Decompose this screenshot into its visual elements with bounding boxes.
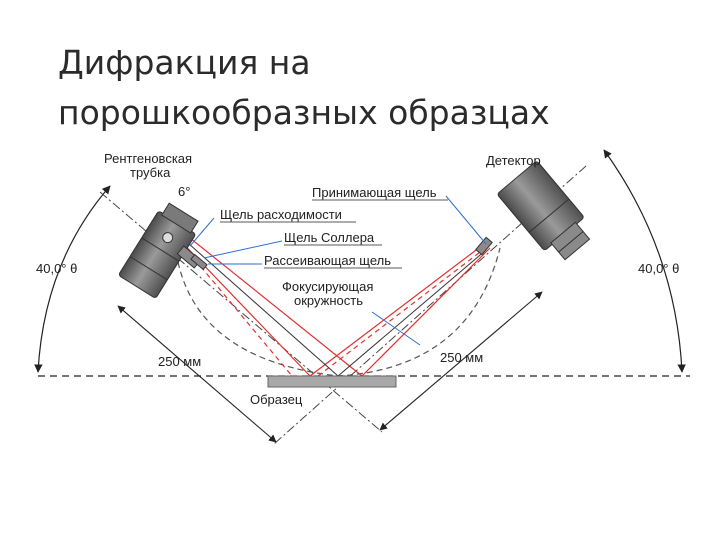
- detector: [497, 161, 591, 261]
- dimension-line-right: [379, 291, 543, 431]
- dimension-line-left: [117, 305, 277, 443]
- label-focusing-line1: Фокусирующая: [282, 279, 373, 294]
- label-scatter-slit: Рассеивающая щель: [264, 253, 391, 268]
- label-tube-line2: трубка: [130, 165, 171, 180]
- label-tube-line1: Рентгеновская: [104, 151, 192, 166]
- tube-slits: [176, 245, 208, 271]
- slide-title: Дифракция на порошкообразных образцах: [58, 38, 698, 138]
- leader-lines: [189, 195, 487, 346]
- tube-axis-line: [99, 191, 383, 433]
- label-tube-angle: 6°: [178, 184, 190, 199]
- label-angle-right: 40,0° θ: [638, 261, 679, 276]
- sample-plate: [267, 375, 397, 388]
- label-divergence-slit: Щель расходимости: [220, 207, 342, 222]
- label-underlines: [220, 199, 448, 269]
- slide-title-line1: Дифракция на: [58, 43, 311, 82]
- detector-slits: [475, 236, 493, 256]
- label-receiving-slit: Принимающая щель: [312, 185, 437, 200]
- label-focusing-line2: окружность: [294, 293, 363, 308]
- goniometer-arc-right: [603, 149, 686, 373]
- label-angle-left: 40,0° θ: [36, 261, 77, 276]
- label-dist-left: 250 мм: [158, 354, 201, 369]
- goniometer-arc-left: [34, 185, 111, 373]
- label-detector: Детектор: [486, 153, 541, 168]
- slide-title-line2: порошкообразных образцах: [58, 93, 550, 132]
- label-sample: Образец: [250, 392, 303, 407]
- label-soller-slit: Щель Соллера: [284, 230, 375, 245]
- xray-tube: [118, 202, 199, 298]
- label-dist-right: 250 мм: [440, 350, 483, 365]
